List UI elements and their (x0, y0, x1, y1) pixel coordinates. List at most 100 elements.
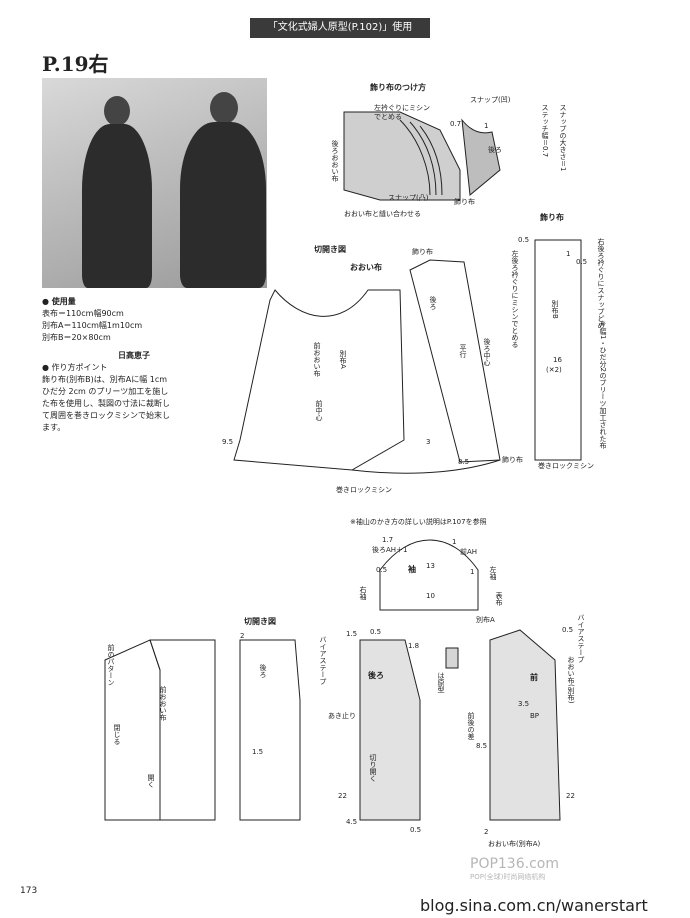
cb-label-17: は原型 (437, 672, 445, 693)
cb-label-2: 閉じる (113, 724, 121, 745)
rp-label-0: 0.5 (518, 236, 530, 244)
model-photo (42, 78, 267, 288)
rp-label-5: 別布B (551, 300, 559, 319)
cb-label-7: 1.5 (346, 630, 358, 638)
ct-label-7: 3 (426, 438, 431, 446)
ct-label-4: 後ろ (429, 296, 437, 310)
cb-label-23: 前後の差 (467, 712, 475, 740)
points-text: 飾り布(別布B)は、別布Aに幅 1cm ひだ分 2cm のプリーツ加工を施した布… (42, 375, 170, 432)
cb-label-13: 切り開く (369, 754, 377, 782)
cb-label-12: あき止り (328, 712, 356, 720)
rp-label-3: 右後ろ衿ぐりにスナップどめ (597, 238, 605, 329)
model-right-head (210, 92, 238, 124)
ra-label-6: スナップ(凸) (388, 194, 429, 202)
front-bias-piece (489, 629, 561, 821)
cutting-top-cover: おおい布 (350, 263, 382, 272)
back-bias-piece (359, 639, 421, 821)
sl-label-4: 0.5 (376, 566, 388, 574)
ct-label-3: 9.5 (222, 438, 234, 446)
cb-label-8: 0.5 (370, 628, 382, 636)
sl-label-1: 後ろAH＋1 (372, 546, 408, 554)
base-pattern-swatch (445, 647, 459, 669)
cb-label-28: 0.5 (562, 626, 574, 634)
rp-label-9: 巻きロックミシン (538, 462, 594, 470)
ra-label-8: おおい布と縫い合わせる (344, 210, 421, 218)
cb-label-25: 2 (484, 828, 489, 836)
ruffle-piece-title: 飾り布 (540, 213, 564, 222)
cb-label-15: 4.5 (346, 818, 358, 826)
sl-label-6: 13 (426, 562, 435, 570)
cb-label-18: バイアステープ (577, 614, 585, 663)
cutting-bottom-title: 切開き図 (244, 617, 276, 626)
ra-vertical-0: スナップの大きさ＝1 (559, 104, 567, 172)
sl-label-5: 袖 (408, 565, 416, 574)
materials-heading: ● 使用量 (42, 297, 76, 306)
ra-label-4: 後ろおおい布 (331, 140, 339, 182)
model-left-head (104, 96, 130, 126)
ruffle-piece-outline (534, 239, 582, 461)
watermark-sub: POP(全球)时尚网络机构 (470, 873, 546, 881)
ra-label-5: 後ろ (488, 146, 502, 154)
watermark-main: POP136.com (470, 856, 559, 872)
cb-label-5: 後ろ (259, 664, 267, 678)
back-cover-outline (409, 259, 501, 463)
cb-label-3: 開く (147, 774, 155, 788)
ruffle-attach-illustration (343, 111, 461, 201)
front-cover-bottom-outline (149, 639, 216, 821)
cb-label-27: 22 (566, 792, 575, 800)
ct-label-6: 平行 (459, 344, 467, 358)
cb-label-21: 3.5 (518, 700, 530, 708)
cb-label-6: 1.5 (252, 748, 264, 756)
cb-label-26: おおい布(別布A) (488, 840, 541, 848)
ct-label-5: 後ろ中心 (483, 338, 491, 366)
ct-label-0: 前おおい布 (313, 342, 321, 377)
ct-label-9: 飾り布 (502, 456, 523, 464)
ra-label-7: 飾り布 (454, 198, 475, 206)
model-left-figure (82, 124, 152, 288)
sl-label-8: 左袖 (489, 566, 497, 580)
cb-label-0: 前のパターン (107, 644, 115, 686)
cb-label-19: 前 (530, 673, 538, 682)
material-line-1: 表布＝110cm幅90cm (42, 309, 124, 318)
watermark: POP136.com POP(全球)时尚网络机构 (470, 856, 620, 882)
cb-label-22: BP (530, 712, 540, 720)
rp-label-7: (✕2) (546, 366, 562, 374)
rp-label-1: 1 (566, 250, 571, 258)
rp-label-2: 0.5 (576, 258, 588, 266)
ra-label-2: 0.7 (450, 120, 462, 128)
rp-label-8: ※幅1・ひだ分2のプリーツ加工された布 (599, 320, 607, 449)
cb-label-9: 1.8 (408, 642, 420, 650)
ra-label-1: 左衿ぐりにミシンでとめる (374, 104, 430, 121)
page-number: 173 (20, 886, 38, 896)
sl-label-0: 1.7 (382, 536, 394, 544)
sl-label-9: 10 (426, 592, 435, 600)
front-cover-outline (233, 289, 405, 471)
rp-label-6: 16 (553, 356, 562, 364)
back-cutting-outline (239, 639, 301, 821)
sl-label-3: 前AH (460, 548, 478, 556)
points-heading: ● 作り方ポイント (42, 363, 108, 372)
cutting-top-title: 切開き図 (314, 245, 346, 254)
points-block: ● 作り方ポイント 飾り布(別布B)は、別布Aに幅 1cm ひだ分 2cm のプ… (42, 362, 174, 434)
sl-label-10: 右袖 (359, 586, 367, 600)
ct-label-11: 飾り布 (412, 248, 433, 256)
cb-label-20: おおい布(別布) (567, 656, 575, 704)
sl-label-7: 1 (470, 568, 475, 576)
sl-label-12: 別布A (476, 616, 495, 624)
ra-vertical-1: ステッチ幅＝0.7 (541, 104, 549, 158)
sl-label-2: 1 (452, 538, 457, 546)
cb-label-24: 8.5 (476, 742, 488, 750)
model-right-figure (180, 122, 266, 288)
material-line-3: 別布B＝20×80cm (42, 333, 111, 342)
ra-label-3: 1 (484, 122, 489, 130)
sl-label-11: 表布 (495, 592, 503, 606)
page-title: P.19右 (42, 52, 109, 76)
cb-label-14: 22 (338, 792, 347, 800)
header-band: 「文化式婦人原型(P.102)」使用 (250, 18, 430, 38)
ra-label-0: スナップ(凹) (470, 96, 511, 104)
footer-url[interactable]: blog.sina.com.cn/wanerstart (420, 896, 648, 915)
material-line-2: 別布A＝110cm幅1m10cm (42, 321, 143, 330)
materials-block: ● 使用量 表布＝110cm幅90cm 別布A＝110cm幅1m10cm 別布B… (42, 296, 242, 344)
author: 日高恵子 (118, 351, 150, 360)
